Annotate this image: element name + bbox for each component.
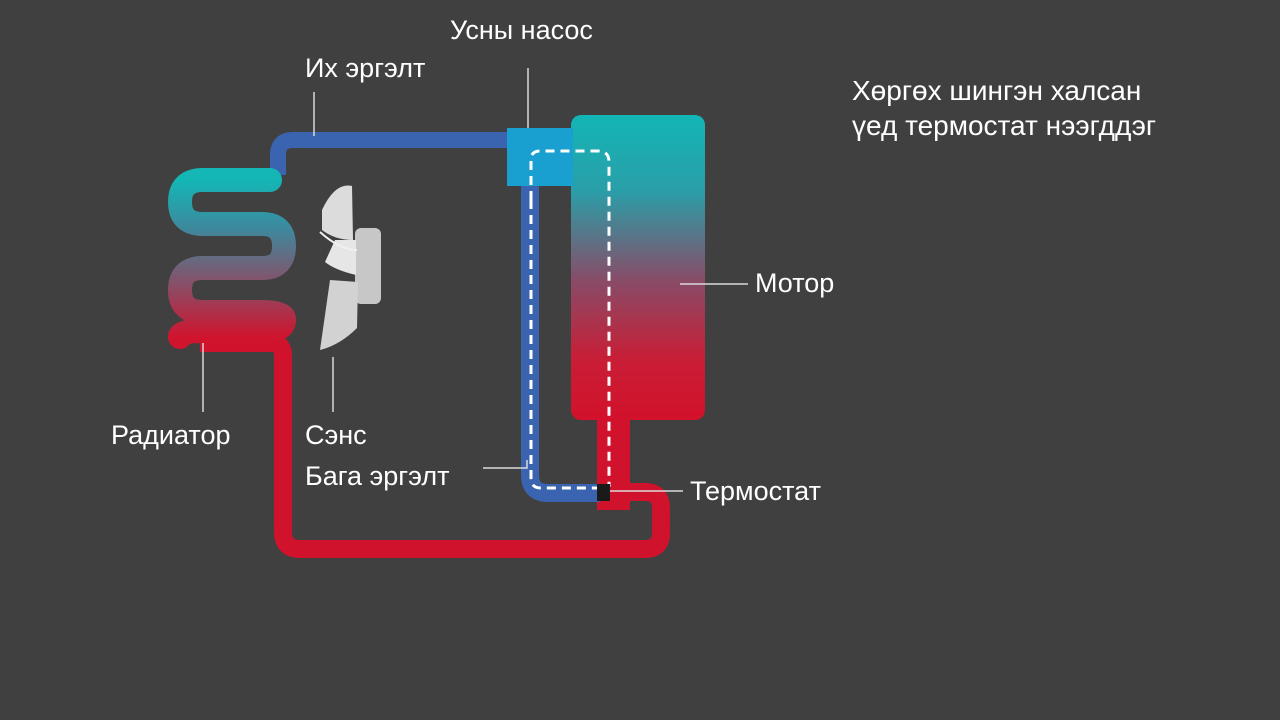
flow-path-dashed-lower <box>529 200 597 490</box>
fan-icon <box>319 185 381 350</box>
thermostat-valve <box>597 484 610 501</box>
big-circuit-label: Их эргэлт <box>305 53 426 83</box>
pump-label: Усны насос <box>450 15 593 45</box>
caption: Хөргөх шингэн халсан үед термостат нээгд… <box>852 73 1156 143</box>
big-circuit-pipe <box>270 132 515 175</box>
thermostat-label: Термостат <box>690 476 821 506</box>
radiator <box>167 168 297 349</box>
water-pump <box>507 128 573 186</box>
small-circuit-label: Бага эргэлт <box>305 461 450 491</box>
fan-label: Сэнс <box>305 420 367 450</box>
leader-lines <box>202 68 748 492</box>
radiator-label: Радиатор <box>111 420 231 450</box>
caption-line-1: Хөргөх шингэн халсан <box>852 75 1142 106</box>
leader-small-circuit <box>483 460 528 469</box>
flow-path-dashed <box>529 149 611 487</box>
motor-block <box>571 115 705 420</box>
motor-label: Мотор <box>755 268 835 298</box>
hot-return-pipe <box>200 334 670 558</box>
caption-line-2: үед термостат нээгддэг <box>852 110 1157 141</box>
